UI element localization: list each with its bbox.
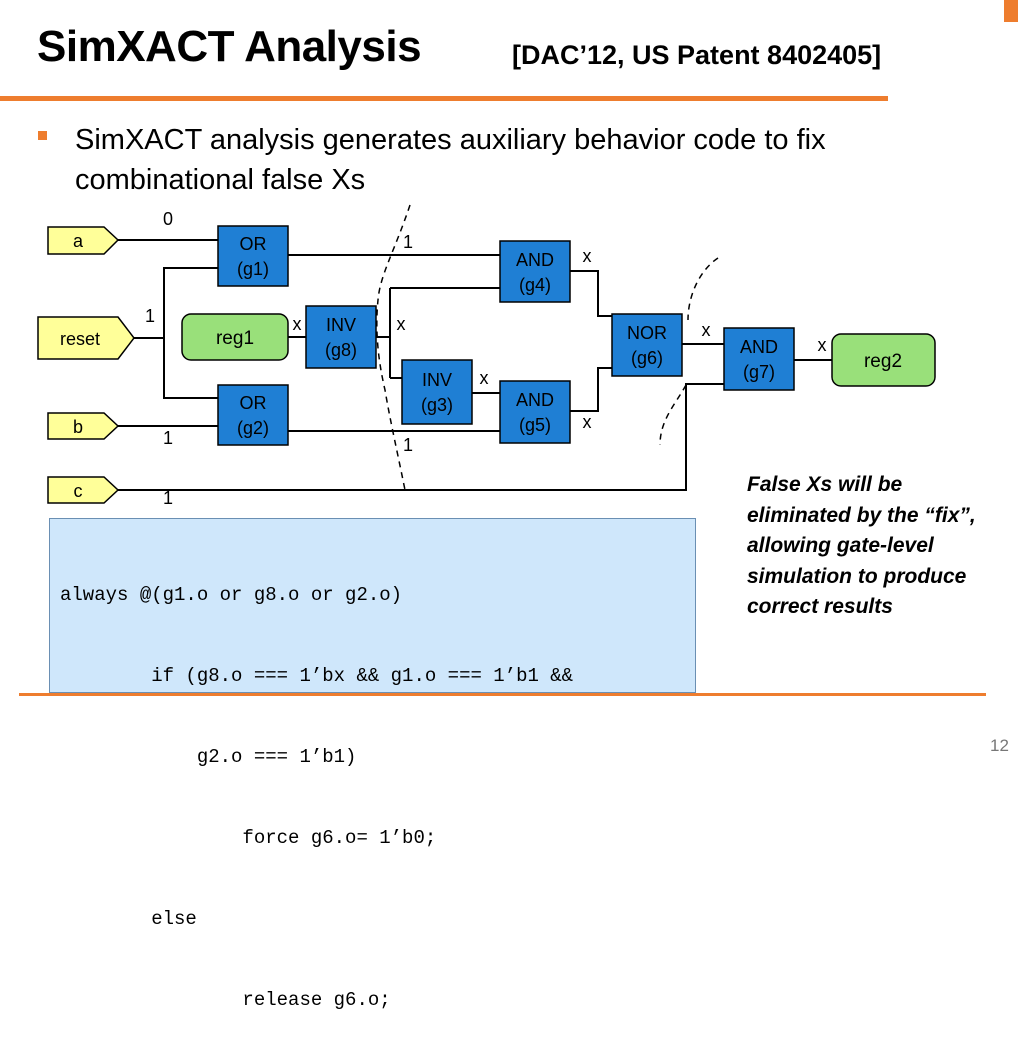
value-g2: 1 bbox=[403, 435, 413, 455]
gate-type-g6: NOR bbox=[627, 323, 667, 343]
cut-line-right-upper bbox=[688, 258, 718, 320]
gate-type-g4: AND bbox=[516, 250, 554, 270]
code-line: always @(g1.o or g8.o or g2.o) bbox=[60, 582, 573, 609]
input-pin-c bbox=[48, 477, 118, 503]
wire-g4-g6 bbox=[570, 271, 612, 316]
gate-id-g3: (g3) bbox=[421, 395, 453, 415]
code-line: release g6.o; bbox=[60, 987, 573, 1014]
gate-type-g5: AND bbox=[516, 390, 554, 410]
value-g5: x bbox=[583, 412, 592, 432]
gate-id-g8: (g8) bbox=[325, 340, 357, 360]
input-label-reset: reset bbox=[60, 329, 100, 349]
gate-type-g8: INV bbox=[326, 315, 356, 335]
value-g4: x bbox=[583, 246, 592, 266]
value-a: 0 bbox=[163, 209, 173, 229]
register-label-reg1: reg1 bbox=[216, 328, 254, 349]
value-g1: 1 bbox=[403, 232, 413, 252]
input-label-b: b bbox=[73, 417, 83, 437]
cut-line-right-lower bbox=[660, 385, 686, 445]
gate-id-g1: (g1) bbox=[237, 259, 269, 279]
gate-id-g2: (g2) bbox=[237, 418, 269, 438]
footer-rule bbox=[19, 693, 986, 696]
wire-g5-g6 bbox=[570, 368, 612, 411]
gate-id-g4: (g4) bbox=[519, 275, 551, 295]
register-label-reg2: reg2 bbox=[864, 351, 902, 372]
value-g8: x bbox=[397, 314, 406, 334]
gate-id-g5: (g5) bbox=[519, 415, 551, 435]
code-listing: always @(g1.o or g8.o or g2.o) if (g8.o … bbox=[60, 528, 573, 1041]
input-pins: a reset b c bbox=[38, 227, 134, 503]
code-line: force g6.o= 1’b0; bbox=[60, 825, 573, 852]
gate-type-g7: AND bbox=[740, 337, 778, 357]
code-line: g2.o === 1’b1) bbox=[60, 744, 573, 771]
value-c: 1 bbox=[163, 488, 173, 508]
value-g6: x bbox=[702, 320, 711, 340]
value-g3: x bbox=[480, 368, 489, 388]
gate-type-g1: OR bbox=[240, 234, 267, 254]
gate-type-g3: INV bbox=[422, 370, 452, 390]
input-label-a: a bbox=[73, 231, 84, 251]
value-g7: x bbox=[818, 335, 827, 355]
code-line: if (g8.o === 1’bx && g1.o === 1’b1 && bbox=[60, 663, 573, 690]
value-reg1: x bbox=[293, 314, 302, 334]
code-line: else bbox=[60, 906, 573, 933]
page-number: 12 bbox=[990, 736, 1009, 756]
gate-id-g7: (g7) bbox=[743, 362, 775, 382]
callout-note: False Xs will be eliminated by the “fix”… bbox=[747, 470, 987, 623]
gate-id-g6: (g6) bbox=[631, 348, 663, 368]
value-reset: 1 bbox=[145, 306, 155, 326]
value-b: 1 bbox=[163, 428, 173, 448]
gate-type-g2: OR bbox=[240, 393, 267, 413]
input-label-c: c bbox=[74, 481, 83, 501]
